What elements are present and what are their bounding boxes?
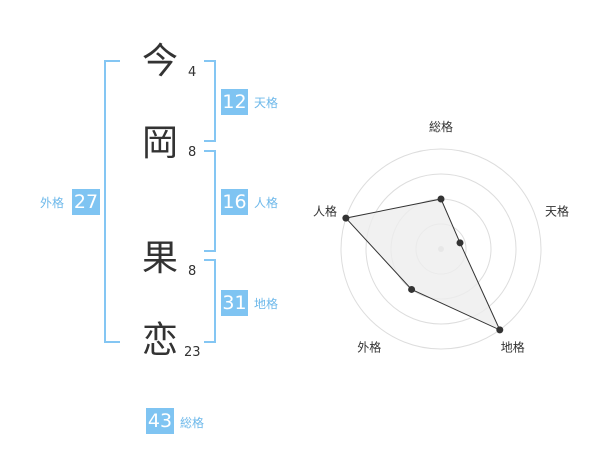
name-char-1: 今 — [141, 41, 178, 82]
radar-point — [456, 239, 464, 247]
radar-point — [437, 195, 445, 203]
stroke-count-2: 8 — [188, 145, 197, 160]
stroke-count-4: 23 — [184, 345, 201, 360]
radar-point — [408, 285, 416, 293]
radar-points — [342, 195, 504, 334]
radar-axis-label: 総格 — [429, 119, 453, 134]
chikaku-value: 31 — [221, 290, 248, 316]
stroke-count-1: 4 — [188, 65, 197, 80]
radar-axis-label: 天格 — [545, 203, 569, 218]
chikaku-label: 地格 — [254, 297, 279, 311]
jinkaku-value: 16 — [221, 189, 248, 215]
outer-bracket — [104, 60, 120, 343]
name-char-3: 果 — [141, 238, 178, 279]
gaikaku-label: 外格 — [40, 196, 65, 210]
stroke-count-3: 8 — [188, 264, 197, 279]
radar-ring — [340, 148, 542, 350]
gaikaku-value: 27 — [72, 189, 100, 215]
radar-axis-label: 外格 — [357, 340, 381, 355]
jinkaku-label: 人格 — [254, 196, 279, 210]
chikaku-bracket — [204, 259, 216, 343]
radar-axis-label: 地格 — [501, 340, 525, 355]
soukaku-value: 43 — [146, 408, 174, 434]
name-char-4: 恋 — [141, 320, 178, 361]
tenkaku-label: 天格 — [254, 96, 279, 110]
radar-axis-label: 人格 — [313, 203, 337, 218]
tenkaku-bracket — [204, 60, 216, 142]
radar-point — [496, 326, 504, 334]
radar-area — [344, 198, 501, 331]
radar-point — [342, 214, 350, 222]
jinkaku-bracket — [204, 150, 216, 252]
soukaku-label: 総格 — [180, 416, 205, 430]
radar-ring — [365, 173, 517, 325]
name-char-2: 岡 — [141, 123, 178, 164]
tenkaku-value: 12 — [221, 89, 248, 115]
